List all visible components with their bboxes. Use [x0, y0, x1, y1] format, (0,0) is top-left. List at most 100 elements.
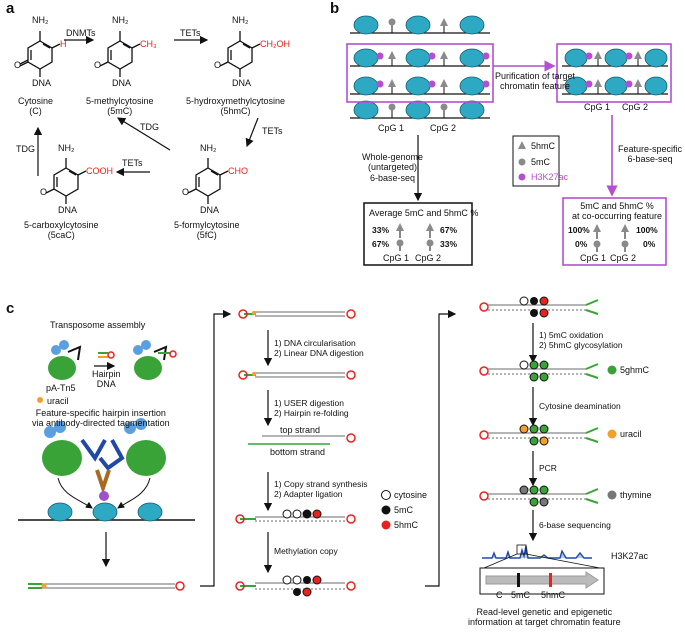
chromatin-row-4 — [350, 100, 490, 120]
atom-dna: DNA — [200, 205, 220, 215]
methylation-copy-label: Methylation copy — [274, 546, 338, 556]
atom-dna: DNA — [32, 78, 52, 88]
atom-nh2: NH₂ — [232, 15, 249, 25]
avg-cpg2: CpG 2 — [415, 253, 442, 263]
atom-nh2: NH₂ — [112, 15, 129, 25]
atom-cho: CHO — [228, 166, 248, 176]
atom-nh2: NH₂ — [58, 143, 75, 153]
atom-cooh: COOH — [86, 166, 113, 176]
fragment-col1 — [28, 581, 185, 591]
avg-box-title: Average 5mC and 5hmC % — [369, 208, 479, 218]
panel-b-legend-symbols — [512, 135, 560, 187]
chromatin-row-1 — [350, 15, 490, 35]
atom-dna: DNA — [112, 78, 132, 88]
avg-box-symbols — [363, 202, 473, 266]
transposome-label: Transposome assembly — [50, 320, 146, 330]
feature-cpg1: CpG 1 — [580, 253, 607, 263]
col3-fragments — [479, 296, 617, 595]
atom-ch2oh: CH₂OH — [260, 39, 290, 49]
label-5mc: 5-methylcytosine(5mC) — [86, 96, 154, 117]
cac-structure — [45, 158, 87, 204]
label-5hmc: 5-hydroxymethylcytosine(5hmC) — [186, 96, 286, 117]
feature-value: 0% — [643, 239, 656, 249]
transposome-graphics — [37, 340, 177, 403]
read-c-label: C — [496, 590, 503, 600]
panel-b-graphics — [346, 15, 672, 266]
enzyme-tdg: TDG — [140, 122, 159, 132]
avg-value: 67% — [372, 239, 390, 249]
legend-uracil: uracil — [620, 429, 642, 439]
connector-2 — [425, 309, 457, 587]
bottom-strand-label: bottom strand — [270, 447, 326, 457]
atom-o: O — [40, 187, 48, 197]
read-5mc-label: 5mC — [511, 590, 531, 600]
atom-nh2: NH₂ — [200, 143, 217, 153]
fc-structure — [187, 158, 229, 204]
mc-structure — [99, 31, 141, 77]
h3k27ac-track — [482, 545, 592, 559]
panel-label-a: a — [6, 0, 15, 17]
legend-5ghmc: 5ghmC — [620, 365, 650, 375]
cpg2-label: CpG 2 — [622, 102, 649, 112]
hmc-structure — [219, 31, 261, 77]
label-cytosine: Cytosine(C) — [18, 96, 54, 117]
arrow-tets-2 — [245, 117, 259, 148]
feature-value: 100% — [636, 225, 658, 235]
atom-nh2: NH₂ — [32, 15, 49, 25]
untargeted-purple-box — [346, 43, 494, 103]
cpg1-label: CpG 1 — [378, 123, 405, 133]
enzyme-tets: TETs — [180, 28, 201, 38]
cytosine-structure — [19, 31, 61, 77]
atom-dna: DNA — [232, 78, 252, 88]
atom-o: O — [94, 60, 102, 70]
cpg2-label: CpG 2 — [430, 123, 457, 133]
tagmentation-graphics — [18, 418, 195, 568]
panel-a-arrows — [33, 35, 259, 177]
avg-cpg1: CpG 1 — [383, 253, 410, 263]
atom-o: O — [182, 187, 190, 197]
arrow-tdg-1 — [116, 117, 171, 151]
track-label: H3K27ac — [611, 551, 649, 561]
enzyme-tets: TETs — [122, 158, 143, 168]
atom-o: O — [14, 60, 22, 70]
legend-h3k27ac: H3K27ac — [531, 172, 569, 182]
enzyme-dnmts: DNMTs — [66, 28, 96, 38]
atom-ch3: CH₃ — [140, 39, 157, 49]
legend-5hmc: 5hmC — [394, 520, 419, 530]
enzyme-tets: TETs — [262, 126, 283, 136]
feature-box-symbols — [562, 197, 667, 266]
uracil-label: uracil — [47, 396, 69, 406]
atom-o: O — [214, 60, 222, 70]
feature-box-title: 5mC and 5hmC %at co-occurring feature — [572, 201, 663, 222]
col2-fragments — [235, 309, 391, 597]
pcr-label: PCR — [539, 463, 557, 473]
read-5hmc-label: 5hmC — [541, 590, 566, 600]
avg-value: 33% — [440, 239, 458, 249]
legend-5mc: 5mC — [531, 157, 551, 167]
feature-value: 100% — [568, 225, 590, 235]
connector-1 — [200, 309, 232, 587]
sequencing-label: 6-base sequencing — [539, 520, 611, 530]
chromatin-row-2 — [350, 48, 490, 68]
panel-label-b: b — [330, 0, 340, 17]
legend-cytosine: cytosine — [394, 490, 428, 500]
enzyme-tdg: TDG — [16, 144, 35, 154]
feature-value: 0% — [575, 239, 588, 249]
feature-cpg2: CpG 2 — [610, 253, 637, 263]
chromatin-row-3 — [350, 76, 490, 96]
avg-value: 33% — [372, 225, 390, 235]
panel-label-c: c — [6, 300, 15, 317]
atom-dna: DNA — [58, 205, 78, 215]
legend-5hmc: 5hmC — [531, 141, 556, 151]
avg-value: 67% — [440, 225, 458, 235]
legend-5mc: 5mC — [394, 505, 414, 515]
deamination-label: Cytosine deamination — [539, 401, 621, 411]
